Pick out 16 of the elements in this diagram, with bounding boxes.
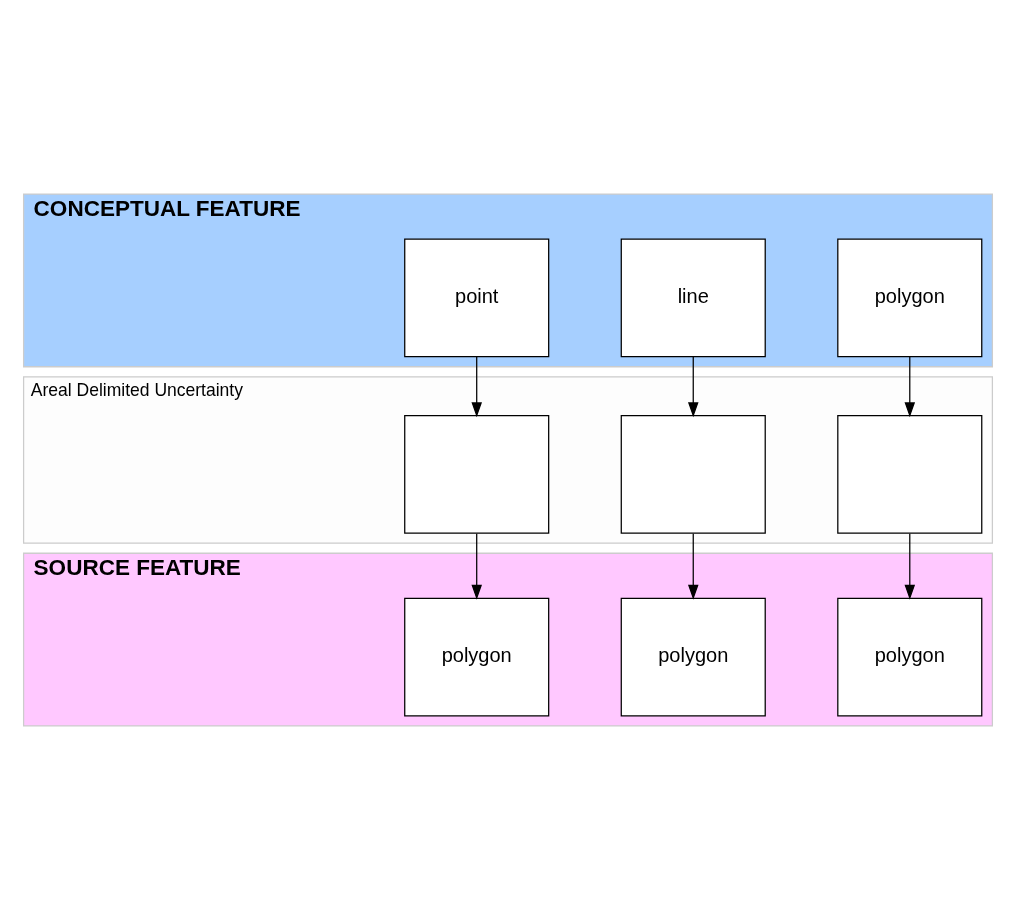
node-box [620,414,766,534]
node-box [837,414,983,534]
arrow [688,356,699,418]
node-box: point [404,238,550,358]
arrow [471,356,482,418]
arrow [471,533,482,600]
node-box: line [620,238,766,358]
node-box: polygon [404,597,550,717]
node-box: polygon [837,597,983,717]
node-box [404,414,550,534]
cluster: Areal Delimited Uncertainty [22,376,994,544]
arrow [904,356,916,418]
node-box: polygon [620,597,766,717]
arrow [688,533,699,600]
node-box: polygon [837,238,983,358]
arrow [904,533,916,600]
